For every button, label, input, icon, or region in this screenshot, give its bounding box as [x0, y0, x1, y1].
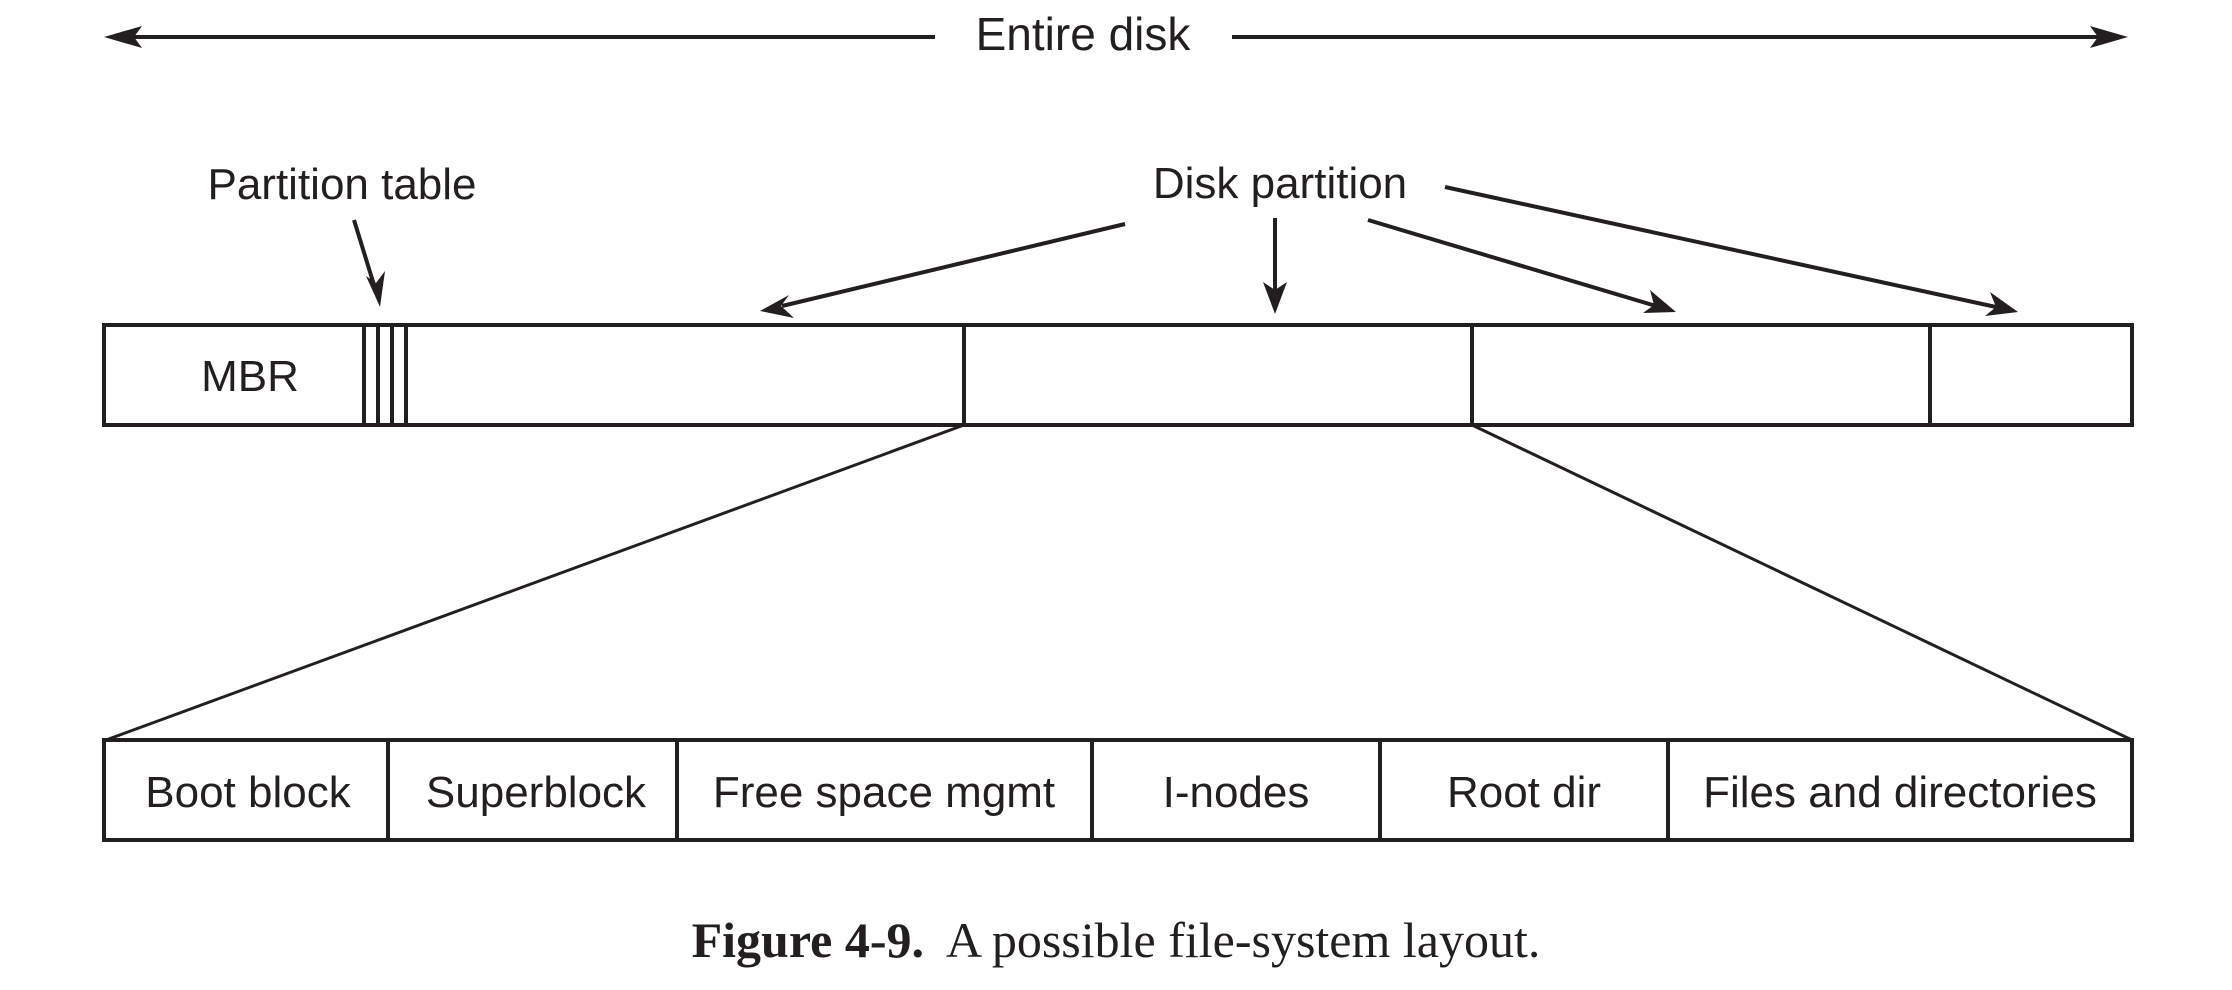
figure-caption: Figure 4-9. A possible file-system layout… — [0, 912, 2232, 968]
entire-disk-span-arrow — [104, 26, 2128, 48]
superblock-cell: Superblock — [426, 768, 647, 817]
entire-disk-label: Entire disk — [976, 8, 1192, 60]
root-dir-cell: Root dir — [1447, 768, 1601, 817]
partition-table-label: Partition table — [207, 160, 476, 209]
disk-partition-arrows — [760, 185, 2018, 318]
disk-partition-arrow-1 — [760, 222, 1126, 318]
partition-boundaries — [962, 325, 1932, 425]
boot-block-cell: Boot block — [145, 768, 351, 817]
disk-partition-arrow-4 — [1444, 185, 2018, 316]
disk-partition-label: Disk partition — [1153, 159, 1407, 208]
disk-partition-arrow-2 — [1263, 218, 1287, 314]
partition-expansion-lines — [105, 423, 2133, 742]
partition-table-pointer-arrow — [352, 219, 385, 307]
disk-partition-arrow-3 — [1367, 218, 1676, 313]
right-arrowhead — [2090, 26, 2128, 48]
free-space-mgmt-cell: Free space mgmt — [713, 768, 1055, 817]
figure-number: Figure 4-9. — [691, 912, 924, 968]
partition-layout-bar: Boot block Superblock Free space mgmt I-… — [102, 738, 2134, 842]
files-and-directories-cell: Files and directories — [1703, 768, 2097, 817]
left-arrowhead — [104, 26, 142, 48]
disk-bar: MBR — [102, 323, 2134, 427]
caption-text: A possible file-system layout. — [945, 912, 1541, 968]
partition-table-region — [362, 325, 408, 425]
i-nodes-cell: I-nodes — [1163, 768, 1310, 817]
mbr-region: MBR — [201, 352, 299, 401]
mbr-label: MBR — [201, 352, 299, 401]
